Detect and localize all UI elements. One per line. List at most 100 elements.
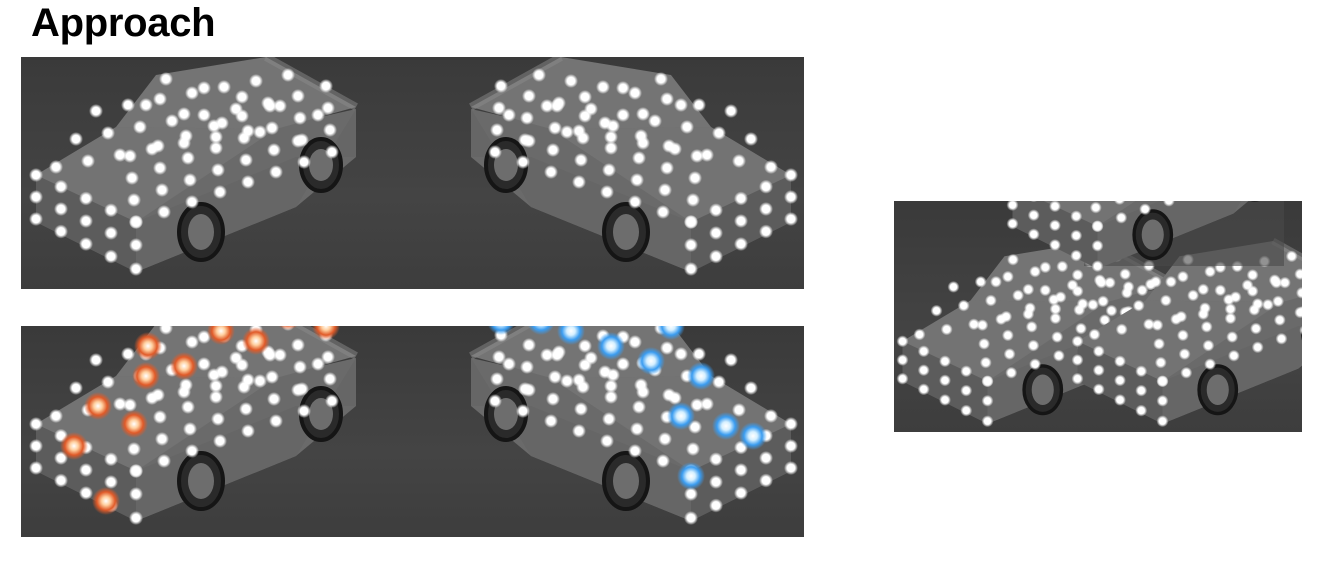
keypoint bbox=[29, 417, 43, 431]
highlighted-keypoint bbox=[712, 412, 740, 440]
keypoint bbox=[684, 487, 698, 501]
keypoint bbox=[129, 511, 143, 525]
keypoint bbox=[1091, 220, 1104, 233]
keypoint bbox=[764, 409, 778, 423]
keypoint bbox=[636, 385, 650, 399]
keypoint bbox=[121, 98, 135, 112]
keypoint bbox=[69, 381, 83, 395]
car-pair-highlighted-panel bbox=[21, 326, 804, 537]
keypoint bbox=[183, 173, 197, 187]
keypoint bbox=[1076, 297, 1089, 310]
keypoint bbox=[311, 357, 325, 371]
keypoint bbox=[709, 203, 723, 218]
keypoint bbox=[564, 74, 578, 88]
keypoint bbox=[548, 370, 562, 384]
wheel-rim bbox=[188, 214, 214, 250]
keypoint bbox=[323, 372, 337, 386]
highlighted-keypoint bbox=[278, 326, 298, 330]
keypoint bbox=[293, 360, 307, 374]
keypoint bbox=[1049, 201, 1061, 213]
keypoint bbox=[153, 410, 167, 424]
keypoint bbox=[104, 475, 118, 489]
keypoint bbox=[1070, 210, 1083, 223]
keypoint bbox=[1227, 349, 1240, 362]
keypoint bbox=[648, 114, 662, 128]
keypoint bbox=[552, 96, 566, 110]
keypoint bbox=[1159, 294, 1172, 307]
keypoint bbox=[1250, 322, 1262, 335]
keypoint bbox=[79, 214, 93, 228]
keypoint bbox=[784, 212, 798, 226]
keypoint bbox=[700, 397, 714, 411]
keypoint bbox=[1176, 270, 1189, 283]
keypoint bbox=[784, 439, 798, 453]
keypoint bbox=[215, 116, 229, 130]
keypoint bbox=[267, 392, 281, 406]
keypoint bbox=[1027, 209, 1040, 222]
keypoint bbox=[990, 275, 1002, 288]
keypoint bbox=[584, 351, 598, 365]
keypoint bbox=[960, 404, 973, 417]
keypoint bbox=[1006, 201, 1019, 211]
keypoint bbox=[520, 360, 534, 374]
keypoint bbox=[602, 163, 616, 177]
keypoint bbox=[995, 313, 1008, 326]
keypoint bbox=[546, 143, 560, 157]
keypoint bbox=[686, 193, 700, 207]
keypoint bbox=[29, 190, 43, 204]
keypoint bbox=[239, 153, 253, 167]
keypoint bbox=[967, 318, 980, 331]
wheel-rim bbox=[1206, 374, 1229, 406]
keypoint bbox=[1197, 283, 1210, 296]
keypoint bbox=[1295, 286, 1302, 299]
keypoint bbox=[1098, 314, 1111, 326]
highlighted-keypoint bbox=[739, 422, 767, 450]
keypoint bbox=[636, 136, 650, 150]
keypoint bbox=[488, 394, 502, 408]
keypoint bbox=[213, 185, 227, 199]
keypoint bbox=[1273, 314, 1286, 326]
keypoint bbox=[632, 151, 646, 165]
keypoint bbox=[113, 148, 127, 162]
keypoint bbox=[1049, 303, 1062, 315]
highlighted-keypoint bbox=[677, 462, 705, 490]
keypoint bbox=[1113, 201, 1126, 205]
keypoint bbox=[1135, 384, 1148, 397]
keypoint bbox=[560, 374, 574, 388]
highlighted-keypoint bbox=[207, 326, 235, 345]
keypoint bbox=[145, 142, 159, 156]
keypoint bbox=[49, 409, 63, 423]
keypoint bbox=[759, 202, 773, 216]
keypoint bbox=[604, 390, 618, 404]
keypoint bbox=[516, 404, 530, 418]
keypoint bbox=[630, 173, 644, 187]
keypoint bbox=[54, 179, 68, 194]
keypoint bbox=[1224, 303, 1237, 315]
highlighted-keypoint bbox=[557, 326, 585, 345]
keypoint bbox=[1001, 329, 1014, 342]
keypoint bbox=[1135, 404, 1148, 417]
keypoint bbox=[759, 451, 773, 465]
highlighted-keypoint bbox=[84, 392, 112, 420]
keypoint bbox=[165, 114, 179, 128]
keypoint bbox=[319, 79, 333, 93]
keypoint bbox=[1005, 366, 1018, 379]
keypoint bbox=[674, 98, 688, 112]
keypoint bbox=[616, 108, 630, 122]
keypoint bbox=[979, 356, 992, 369]
keypoint bbox=[89, 353, 103, 367]
keypoint bbox=[574, 153, 588, 167]
keypoint bbox=[235, 90, 249, 104]
keypoint bbox=[732, 403, 746, 417]
keypoint bbox=[1170, 313, 1183, 326]
keypoint bbox=[658, 183, 672, 197]
keypoint bbox=[1071, 372, 1084, 385]
keypoint bbox=[1139, 203, 1152, 216]
keypoint bbox=[211, 163, 225, 177]
keypoint bbox=[684, 511, 698, 525]
keypoint bbox=[759, 179, 773, 194]
keypoint bbox=[54, 224, 68, 239]
keypoint bbox=[291, 383, 305, 397]
keypoint bbox=[492, 350, 506, 364]
keypoint bbox=[1089, 201, 1102, 214]
